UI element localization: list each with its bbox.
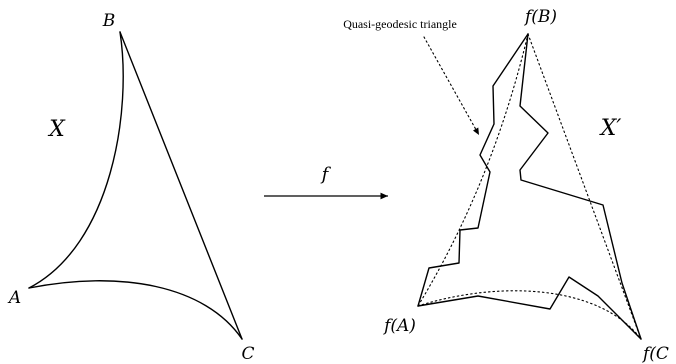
edge-bc — [119, 31, 243, 340]
dotted-edge-fb-fa — [417, 33, 529, 307]
annotation-pointer — [423, 36, 480, 136]
annotation: Quasi-geodesic triangle — [343, 17, 480, 136]
geodesic-triangle-x — [28, 31, 243, 340]
quasi-geodesic-path-fa-fc — [417, 276, 642, 340]
dotted-edge-fb-fc — [527, 33, 642, 340]
vertex-label-a: A — [7, 288, 21, 308]
edge-ac — [28, 280, 243, 340]
vertex-label-b: B — [102, 11, 116, 31]
map-f: f — [264, 164, 388, 200]
vertex-label-fa: f(A) — [382, 316, 416, 336]
vertex-label-fc: f(C — [641, 344, 669, 364]
annotation-label: Quasi-geodesic triangle — [343, 17, 457, 31]
map-label: f — [320, 164, 332, 185]
edge-ab — [28, 31, 124, 289]
space-label-x: X — [47, 117, 66, 142]
dotted-edge-fa-fc — [417, 290, 642, 340]
vertex-label-c: C — [241, 344, 254, 364]
image-geodesic-triangle-x-prime — [417, 33, 642, 340]
space-label-x-prime: X′ — [599, 116, 622, 141]
quasi-geodesic-path-fb-fc — [519, 33, 642, 340]
vertex-label-fb: f(B) — [523, 7, 557, 27]
quasi-geodesic-triangle — [417, 33, 642, 340]
quasi-geodesic-path-fb-fa — [417, 33, 529, 307]
